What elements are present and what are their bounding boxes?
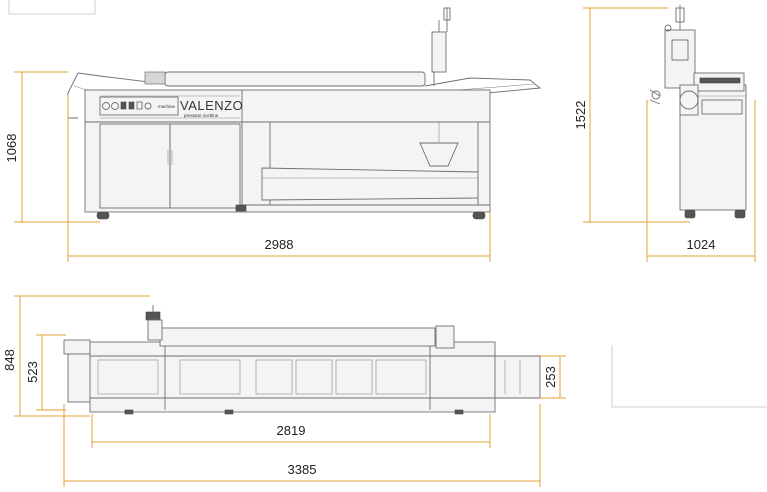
top-dimensions: 848 523 253 2819 3385 [2,295,566,487]
dim-side-width: 1024 [687,237,716,252]
side-view [649,5,747,219]
top-view [63,305,541,415]
dim-front-width: 2988 [265,237,294,252]
front-dimensions: 1068 2988 [4,71,491,262]
brand-name: VALENZO [180,98,243,113]
brand-tagline: prestami ricettine [184,113,219,118]
front-view: machine VALENZO prestami ricettine [67,7,542,220]
dim-side-height: 1522 [573,101,588,130]
side-dimensions: 1522 1024 [573,7,756,262]
dim-top-belt-depth: 523 [25,361,40,383]
frame-fragments [8,0,767,408]
dim-top-outfeed-depth: 253 [543,366,558,388]
top-belt-cells [97,359,427,395]
dim-top-depth: 848 [2,349,17,371]
dim-front-height: 1068 [4,134,19,163]
small-tag: machine [158,104,176,109]
dim-top-belt-length: 2819 [277,423,306,438]
dim-top-total-length: 3385 [288,462,317,477]
